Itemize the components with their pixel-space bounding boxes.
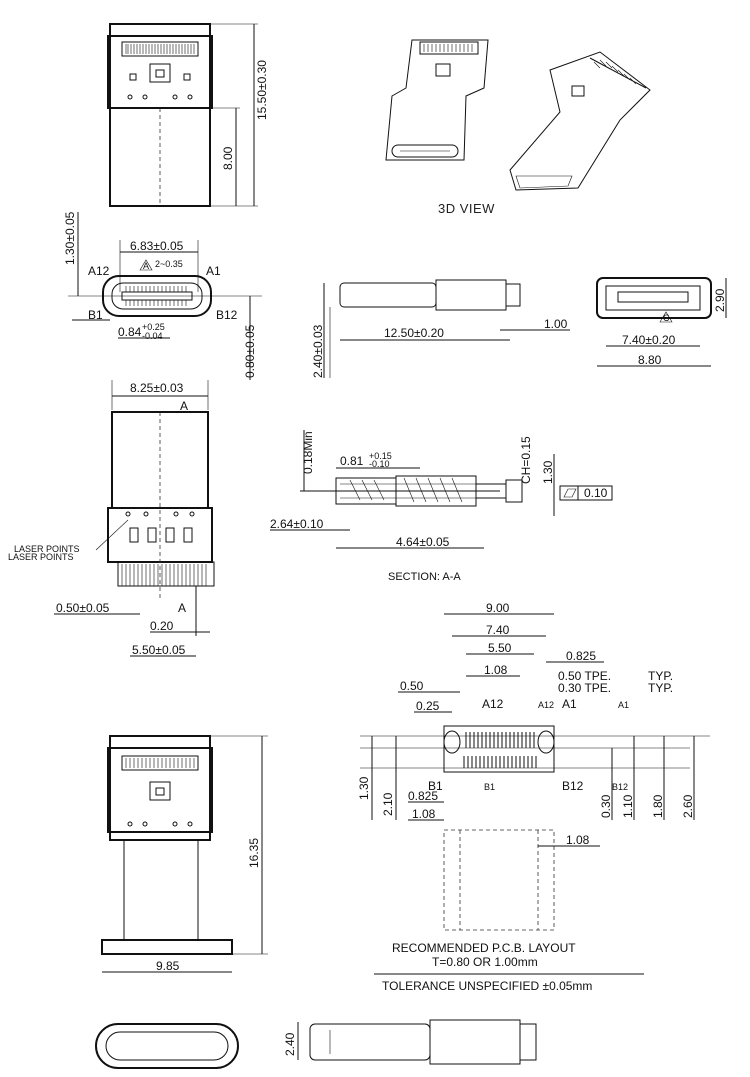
dim-section-mid: 0.81: [340, 454, 364, 468]
dim-section-264: 2.64±0.10: [270, 517, 324, 531]
dim-pcb-108b: 1.08: [412, 807, 436, 821]
dim-section-mid-tol-lo: -0.10: [369, 459, 390, 469]
long-view: 16.35 9.85: [101, 735, 268, 973]
label-pcb-b12b: B12: [612, 782, 628, 792]
dim-pcb-740: 7.40: [486, 623, 510, 637]
side-view: 2.40±0.03 12.50±0.20 1.00: [311, 279, 570, 378]
dim-section-ch: CH=0.15: [519, 436, 533, 484]
laser-points-1: LASER POINTS: [14, 544, 80, 554]
dim-pcb-050a: 0.50: [400, 679, 424, 693]
dim-front-height: 1.30±0.05: [63, 211, 77, 265]
caption-3d-view: 3D VIEW: [438, 201, 495, 216]
dim-pin-tol-hi: +0.25: [142, 322, 165, 332]
label-pcb-a1: A1: [562, 697, 577, 711]
three-d-views: 3D VIEW: [385, 39, 651, 216]
dim-pcb-260: 2.60: [681, 794, 695, 818]
dim-shell-length: 8.00: [221, 146, 235, 170]
label-b12: B12: [216, 308, 238, 322]
pcb-tolerance: TOLERANCE UNSPECIFIED ±0.05mm: [382, 979, 592, 993]
pcb-caption-1: RECOMMENDED P.C.B. LAYOUT: [392, 941, 576, 955]
dim-end-height: 2.90: [713, 288, 727, 312]
caption-section: SECTION: A-A: [388, 571, 461, 583]
dim-long-length: 16.35: [247, 838, 261, 868]
dim-pcb-030: 0.30 TPE.: [558, 681, 611, 695]
dim-section-mid-tol-hi: +0.15: [369, 451, 392, 461]
typ-1: TYP.: [648, 669, 673, 683]
label-pcb-b12: B12: [562, 779, 584, 793]
top-view: 15.50±0.30 8.00: [107, 23, 269, 207]
label-a1: A1: [206, 264, 221, 278]
dim-section-464: 4.64±0.05: [396, 535, 450, 549]
dim-bottom-thk: 0.20: [150, 619, 174, 633]
dim-pin: 0.84: [118, 325, 142, 339]
dim-front-width: 6.83±0.05: [130, 239, 184, 253]
dim-side-tail: 1.00: [544, 317, 568, 331]
dim-section-130: 1.30: [541, 460, 555, 484]
typ-2: TYP.: [648, 681, 673, 695]
dim-pcb-180: 1.80: [651, 794, 665, 818]
bottom-strip-views: 2.40: [95, 1019, 537, 1069]
label-pcb-b1b: B1: [484, 782, 495, 792]
dim-pcb-0825a: 0.825: [566, 649, 596, 663]
dim-pcb-210: 2.10: [381, 792, 395, 816]
laser-points-2: LASER POINTS: [8, 552, 74, 562]
flatness-value: 0.10: [584, 486, 608, 500]
end-view: C 7.40±0.20 8.80 2.90: [596, 277, 727, 367]
label-a12: A12: [88, 264, 110, 278]
dim-pcb-900: 9.00: [486, 601, 510, 615]
dim-pcb-550: 5.50: [488, 641, 512, 655]
dim-section-min: 0.18Min: [301, 431, 315, 474]
section-a-a: 0.18Min 0.81 +0.15 -0.10 CH=0.15 1.30 0.…: [270, 430, 613, 583]
dim-pcb-030v: 0.30: [599, 794, 613, 818]
dim-pcb-110: 1.10: [621, 794, 635, 818]
dim-long-width: 9.85: [156, 959, 180, 973]
dim-front-lower: 0.80±0.05: [243, 324, 257, 378]
note-flatness: 2~0.35: [155, 259, 183, 269]
dim-pcb-130: 1.30: [357, 776, 371, 800]
front-view: 6.83±0.05 1.30±0.05 A12 A1 A 2~0.35 B1 B…: [63, 211, 262, 380]
pcb-caption-2: T=0.80 OR 1.00mm: [432, 955, 538, 969]
dim-pcb-0825b: 0.825: [408, 789, 438, 803]
dim-pcb-050b: 0.50 TPE.: [558, 669, 611, 683]
dim-bottom-width: 8.25±0.03: [130, 381, 184, 395]
section-mark-bottom: A: [178, 601, 186, 615]
label-pcb-a1b: A1: [618, 700, 629, 710]
label-pcb-a12b: A12: [538, 700, 554, 710]
note-triangle-c: C: [663, 313, 670, 323]
dim-bottom-span: 5.50±0.05: [132, 643, 186, 657]
label-b1: B1: [88, 308, 103, 322]
dim-pin-tol-lo: -0.04: [142, 331, 163, 341]
dim-end-outer: 8.80: [638, 353, 662, 367]
dim-side-length: 12.50±0.20: [384, 326, 444, 340]
dim-side-height: 2.40±0.03: [311, 324, 325, 378]
dim-bottom-pitch: 0.50±0.05: [56, 601, 110, 615]
dim-pcb-108c: 1.08: [566, 833, 590, 847]
label-pcb-b1: B1: [428, 779, 443, 793]
bottom-view: 8.25±0.03 A LASER POINTS LASER POINTS 0.…: [8, 380, 215, 657]
dim-strip-height: 2.40: [283, 1032, 297, 1056]
dim-end-inner: 7.40±0.20: [622, 333, 676, 347]
dim-overall-length: 15.50±0.30: [255, 60, 269, 120]
dim-pcb-108a: 1.08: [484, 663, 508, 677]
dim-pcb-025: 0.25: [416, 699, 440, 713]
label-pcb-a12: A12: [482, 697, 504, 711]
pcb-layout: 9.00 7.40 5.50 1.08 0.825 0.50 0.50 TPE.…: [357, 601, 710, 993]
note-triangle-a: A: [143, 261, 149, 271]
section-mark-top: A: [180, 399, 188, 413]
